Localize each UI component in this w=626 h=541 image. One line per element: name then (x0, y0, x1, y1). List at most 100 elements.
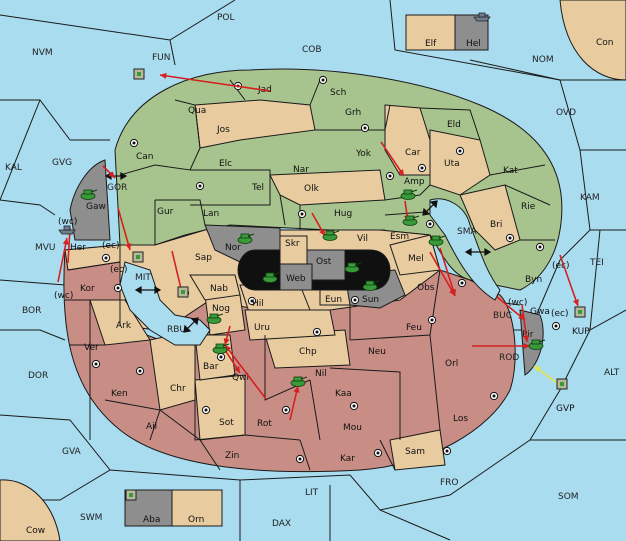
supply-center-icon (113, 283, 123, 293)
land-label-gur: Gur (157, 207, 174, 217)
land-label-obs: Obs (417, 283, 435, 293)
sea-label-rbu: RBU (167, 325, 186, 335)
land-label-elc: Elc (219, 159, 232, 169)
army-unit-icon[interactable] (206, 313, 224, 324)
land-label-yok: Yok (355, 149, 372, 159)
box-labels: Elf Hel Con KUP GVP Aba Orn Cow (26, 38, 614, 536)
supply-center-icon (349, 401, 359, 411)
sea-label-bor: BOR (22, 306, 41, 316)
army-unit-icon[interactable] (237, 233, 255, 244)
land-label-kat: Kat (503, 166, 518, 176)
sea-label-dax: DAX (272, 519, 291, 529)
sea-labels: POL COB NVM FUN NOM OVD KAL GVG GOR MVU … (5, 13, 620, 529)
region-uru[interactable] (244, 309, 336, 341)
army-unit-icon[interactable] (428, 235, 446, 246)
supply-center-icon (427, 315, 437, 325)
supply-center-icon (350, 295, 360, 305)
sea-label-kam: KAM (580, 193, 600, 203)
region-bri[interactable] (459, 184, 521, 251)
fleet-unit-icon[interactable] (473, 12, 491, 22)
land-label-qua: Qua (188, 106, 206, 116)
sea-label-tei: TEI (589, 258, 604, 268)
land-label-neu: Neu (368, 347, 386, 357)
region-orn[interactable] (171, 489, 223, 527)
supply-center-icon (312, 327, 322, 337)
land-label-chr: Chr (170, 384, 186, 394)
region-sam[interactable] (389, 429, 446, 471)
sea-label-fro: FRO (440, 478, 459, 488)
supply-center-icon (505, 233, 515, 243)
army-unit-icon[interactable] (400, 189, 418, 200)
supply-center-icon (216, 352, 226, 362)
order-arrow (472, 342, 530, 350)
region-olk[interactable] (269, 169, 386, 206)
land-label-ail: Ail (146, 422, 157, 432)
units (58, 12, 586, 501)
land-label-rot: Rot (257, 419, 272, 429)
region-ost[interactable] (306, 249, 346, 281)
sea-label-gor: GOR (107, 183, 127, 193)
army-unit-icon[interactable] (212, 343, 230, 354)
region-nab[interactable] (189, 274, 241, 301)
sea-label-gva: GVA (62, 447, 82, 457)
adjacency-markers (104, 171, 492, 333)
army-unit-icon[interactable] (80, 189, 98, 200)
land-label-nil: Nil (315, 369, 327, 379)
sea-label-alt: ALT (604, 368, 620, 378)
fleet-unit-icon[interactable] (58, 225, 76, 235)
army-unit-icon[interactable] (290, 376, 308, 387)
land-label-sam: Sam (405, 447, 425, 457)
army-unit-icon[interactable] (528, 339, 546, 350)
land-label-eun: Eun (325, 295, 342, 305)
land-label-lan: Lan (203, 209, 219, 219)
sea-sma[interactable] (429, 198, 501, 301)
region-gaw[interactable] (69, 159, 111, 241)
army-unit-icon[interactable] (344, 262, 362, 273)
land-label-eld: Eld (447, 120, 461, 130)
sea-label-buc: BUC (493, 311, 512, 321)
land-label-her: Her (70, 243, 86, 253)
box-label-orn: Orn (188, 515, 204, 525)
region-web[interactable] (279, 263, 313, 291)
region-sot[interactable] (194, 374, 246, 441)
sma-adjacency-arrow-2 (464, 247, 492, 257)
dislodged-unit-icon[interactable] (132, 251, 144, 263)
order-arrow (117, 207, 132, 251)
dislodged-unit-icon[interactable] (125, 489, 137, 501)
dislodged-unit-icon[interactable] (177, 286, 189, 298)
army-unit-icon[interactable] (402, 215, 420, 226)
coast-label-gwa-ec: (ec) (551, 309, 569, 319)
army-unit-icon[interactable] (322, 230, 340, 241)
order-arrow (533, 365, 558, 384)
sea-label-mit: MIT (135, 273, 151, 283)
supply-center-icon (455, 146, 465, 156)
land-label-grh: Grh (345, 108, 361, 118)
region-uta[interactable] (429, 129, 491, 196)
land-label-ver: Ver (84, 343, 99, 353)
land-label-nar: Nar (293, 165, 309, 175)
sea-label-nom: NOM (532, 55, 554, 65)
supply-center-icon (425, 219, 435, 229)
land-label-gwa: Gwa (530, 307, 550, 317)
dislodged-unit-icon[interactable] (574, 306, 586, 318)
supply-center-icon (360, 123, 370, 133)
sea-label-kal: KAL (5, 163, 22, 173)
supply-center-icon (101, 253, 111, 263)
supply-center-icon (201, 405, 211, 415)
dislodged-unit-icon[interactable] (133, 68, 145, 80)
order-arrow (224, 349, 241, 374)
sea-mit-rbu[interactable] (119, 261, 211, 346)
sea-label-cob: COB (302, 45, 322, 55)
order-arrow (521, 304, 530, 343)
coast-label-her-ec: (ec) (102, 241, 120, 251)
region-skr[interactable] (279, 235, 308, 265)
land-label-qwi: Qwi (232, 373, 249, 383)
supply-center-icon (129, 138, 139, 148)
sea-label-lit: LIT (305, 488, 319, 498)
army-unit-icon[interactable] (362, 280, 380, 291)
dislodged-unit-icon[interactable] (556, 378, 568, 390)
land-label-mel: Mel (408, 254, 424, 264)
army-unit-icon[interactable] (262, 272, 280, 283)
